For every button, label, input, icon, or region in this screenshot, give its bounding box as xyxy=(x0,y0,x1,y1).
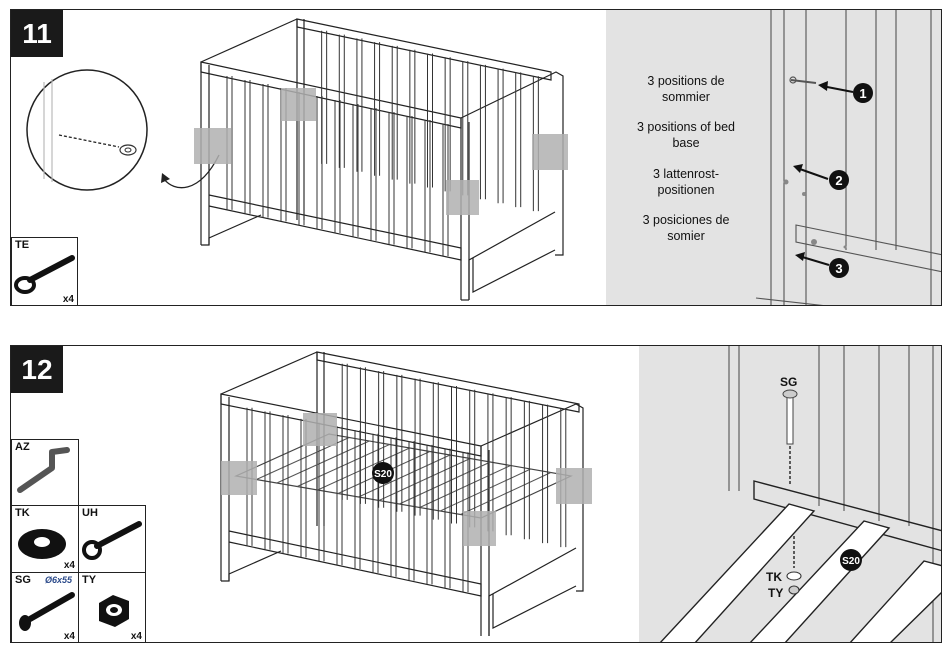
label-sg: SG xyxy=(780,375,798,389)
part-ty-box: TY x4 xyxy=(78,572,146,642)
text-es: 3 posiciones de somier xyxy=(642,213,730,243)
step-11-panel: 11 xyxy=(10,9,942,306)
part-qty: x4 xyxy=(63,631,75,642)
detail-drawing: 1 2 3 xyxy=(755,10,941,305)
washer-icon xyxy=(18,529,66,559)
s20-label: S20 xyxy=(374,469,392,480)
marker-1: 1 xyxy=(859,86,866,101)
marker-3: 3 xyxy=(835,261,842,276)
label-ty: TY xyxy=(768,586,784,600)
hole-highlights xyxy=(221,413,592,546)
step-number: 12 xyxy=(11,346,63,393)
marker-2: 2 xyxy=(835,173,842,188)
part-code: AZ xyxy=(15,441,30,453)
step-12-panel: 12 xyxy=(10,345,942,643)
part-qty: x4 xyxy=(62,294,74,305)
s20-detail-label: S20 xyxy=(842,556,860,567)
hole-highlights xyxy=(194,88,568,215)
part-code: TK xyxy=(15,507,30,519)
nut-icon xyxy=(99,595,129,627)
step-number: 11 xyxy=(11,10,63,57)
crib-illustration xyxy=(194,18,568,301)
part-code: SG xyxy=(15,574,31,586)
text-de: 3 lattenrost-positionen xyxy=(652,167,719,197)
part-te-box: TE x4 xyxy=(11,237,78,305)
part-dimension: Ø6x55 xyxy=(45,575,73,585)
eye-bolt-icon xyxy=(14,255,75,294)
bolt-icon xyxy=(19,592,75,631)
part-az-box: AZ xyxy=(11,439,79,506)
label-tk: TK xyxy=(766,570,782,584)
part-code: TE xyxy=(15,239,30,251)
part-sg-box: SG Ø6x55 x4 xyxy=(11,572,79,642)
text-en: 3 positions of bed base xyxy=(637,120,735,150)
part-code: TY xyxy=(82,574,97,586)
bed-base-positions-detail: 1 2 3 3 positions de sommier 3 positions… xyxy=(606,10,941,305)
part-tk-box: TK x4 xyxy=(11,505,79,573)
wrench-icon xyxy=(82,521,142,560)
zoom-detail-circle xyxy=(26,69,220,191)
part-uh-box: UH xyxy=(78,505,146,573)
part-code: UH xyxy=(82,507,98,519)
part-qty: x4 xyxy=(63,560,75,571)
allen-key-icon xyxy=(17,447,70,493)
bolt-assembly-detail: S20 SG TK TY xyxy=(639,346,941,642)
detail-drawing: S20 xyxy=(659,346,941,642)
crib-with-base-illustration: S20 xyxy=(220,351,592,636)
part-qty: x4 xyxy=(130,631,142,642)
text-fr: 3 positions de sommier xyxy=(647,74,725,104)
